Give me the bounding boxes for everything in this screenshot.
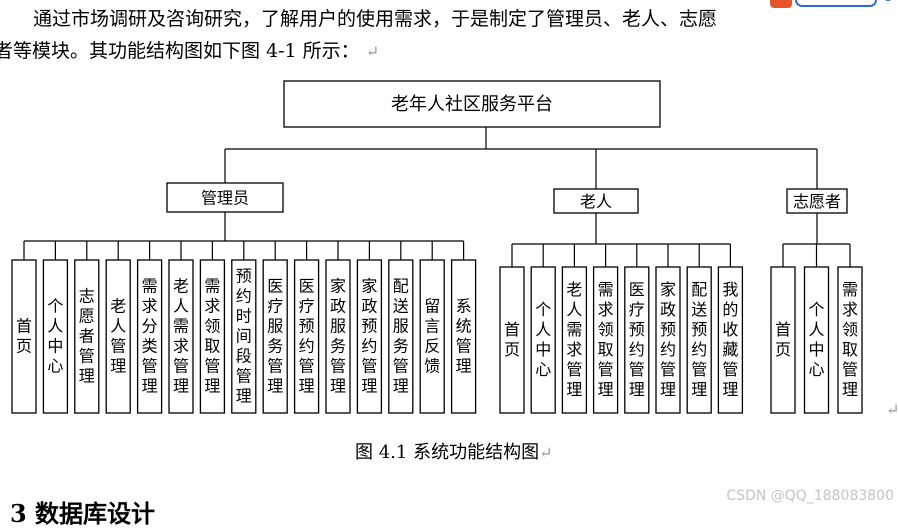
- branch-label-1: 老人: [580, 192, 612, 211]
- root-label: 老年人社区服务平台: [391, 94, 553, 115]
- child-label: 老人需求管理: [173, 277, 189, 396]
- child-label: 需求分类管理: [142, 277, 158, 396]
- corner-logo-icon: [770, 0, 891, 8]
- child-box: [325, 259, 351, 414]
- branch-label-0: 管理员: [201, 189, 249, 208]
- watermark: CSDN @QQ_188083800: [726, 488, 894, 504]
- child-box: [450, 259, 477, 414]
- child-box: [293, 259, 320, 414]
- child-label: 需求领取管理: [842, 280, 858, 399]
- child-label: 配送服务管理: [393, 277, 409, 396]
- child-box: [655, 266, 681, 414]
- child-box: [199, 259, 226, 414]
- child-label: 医疗预约管理: [629, 280, 645, 399]
- function-structure-diagram: 老年人社区服务平台管理员首页个人中心志愿者管理老人管理需求分类管理老人需求管理需…: [11, 80, 863, 414]
- branch-label-2: 志愿者: [793, 192, 841, 211]
- intro-line-1: 通过市场调研及咨询研究，了解用户的使用需求，于是制定了管理员、老人、志愿: [33, 8, 718, 30]
- child-box: [168, 259, 194, 414]
- child-box: [105, 259, 131, 414]
- child-label: 我的收藏管理: [722, 280, 738, 399]
- child-box: [561, 266, 588, 414]
- caption-return-mark: ↵: [539, 443, 553, 462]
- stray-return-mark: ↵: [886, 400, 898, 419]
- child-box: [74, 259, 100, 414]
- child-label: 老人需求管理: [566, 280, 582, 399]
- child-label: 配送预约管理: [691, 280, 707, 399]
- child-box: [136, 259, 163, 414]
- child-label: 首页: [16, 317, 32, 356]
- child-box: [419, 259, 445, 414]
- child-label: 医疗预约管理: [299, 277, 315, 396]
- child-box: [624, 266, 650, 414]
- child-box: [803, 266, 830, 414]
- figure-caption: 图 4.1 系统功能结构图↵: [355, 442, 553, 463]
- child-label: 家政预约管理: [361, 277, 377, 396]
- child-box: [717, 266, 744, 414]
- child-box: [356, 259, 383, 414]
- child-label: 老人管理: [110, 297, 126, 376]
- child-label: 个人中心: [808, 300, 824, 379]
- child-box: [388, 259, 414, 414]
- child-label: 首页: [775, 320, 791, 359]
- branch-box-2: [786, 188, 848, 214]
- section-heading: 3 数据库设计: [10, 499, 156, 528]
- child-box: [530, 266, 556, 414]
- child-box: [42, 259, 69, 414]
- child-label: 家政服务管理: [330, 277, 346, 396]
- child-box: [262, 259, 288, 414]
- child-box: [770, 266, 796, 414]
- child-box: [11, 259, 37, 414]
- child-label: 系统管理: [456, 297, 472, 376]
- child-box: [686, 266, 712, 414]
- root-box: [283, 80, 661, 128]
- return-mark: ↵: [365, 42, 380, 61]
- child-label: 志愿者管理: [79, 287, 95, 386]
- child-box: [499, 266, 525, 414]
- branch-box-1: [553, 188, 639, 214]
- intro-line-2: 者等模块。其功能结构图如下图 4-1 所示： ↵: [0, 40, 380, 62]
- child-label: 首页: [504, 320, 520, 359]
- child-box: [837, 266, 863, 414]
- child-box: [592, 266, 619, 414]
- child-label: 个人中心: [535, 300, 551, 379]
- child-label: 留言反馈: [424, 297, 440, 376]
- child-box: [231, 259, 257, 414]
- child-label: 个人中心: [47, 297, 63, 376]
- child-label: 需求领取管理: [204, 277, 220, 396]
- child-label: 需求领取管理: [598, 280, 614, 399]
- child-label: 预约时间段管理: [236, 267, 252, 406]
- child-label: 家政预约管理: [660, 280, 676, 399]
- child-label: 医疗服务管理: [267, 277, 283, 396]
